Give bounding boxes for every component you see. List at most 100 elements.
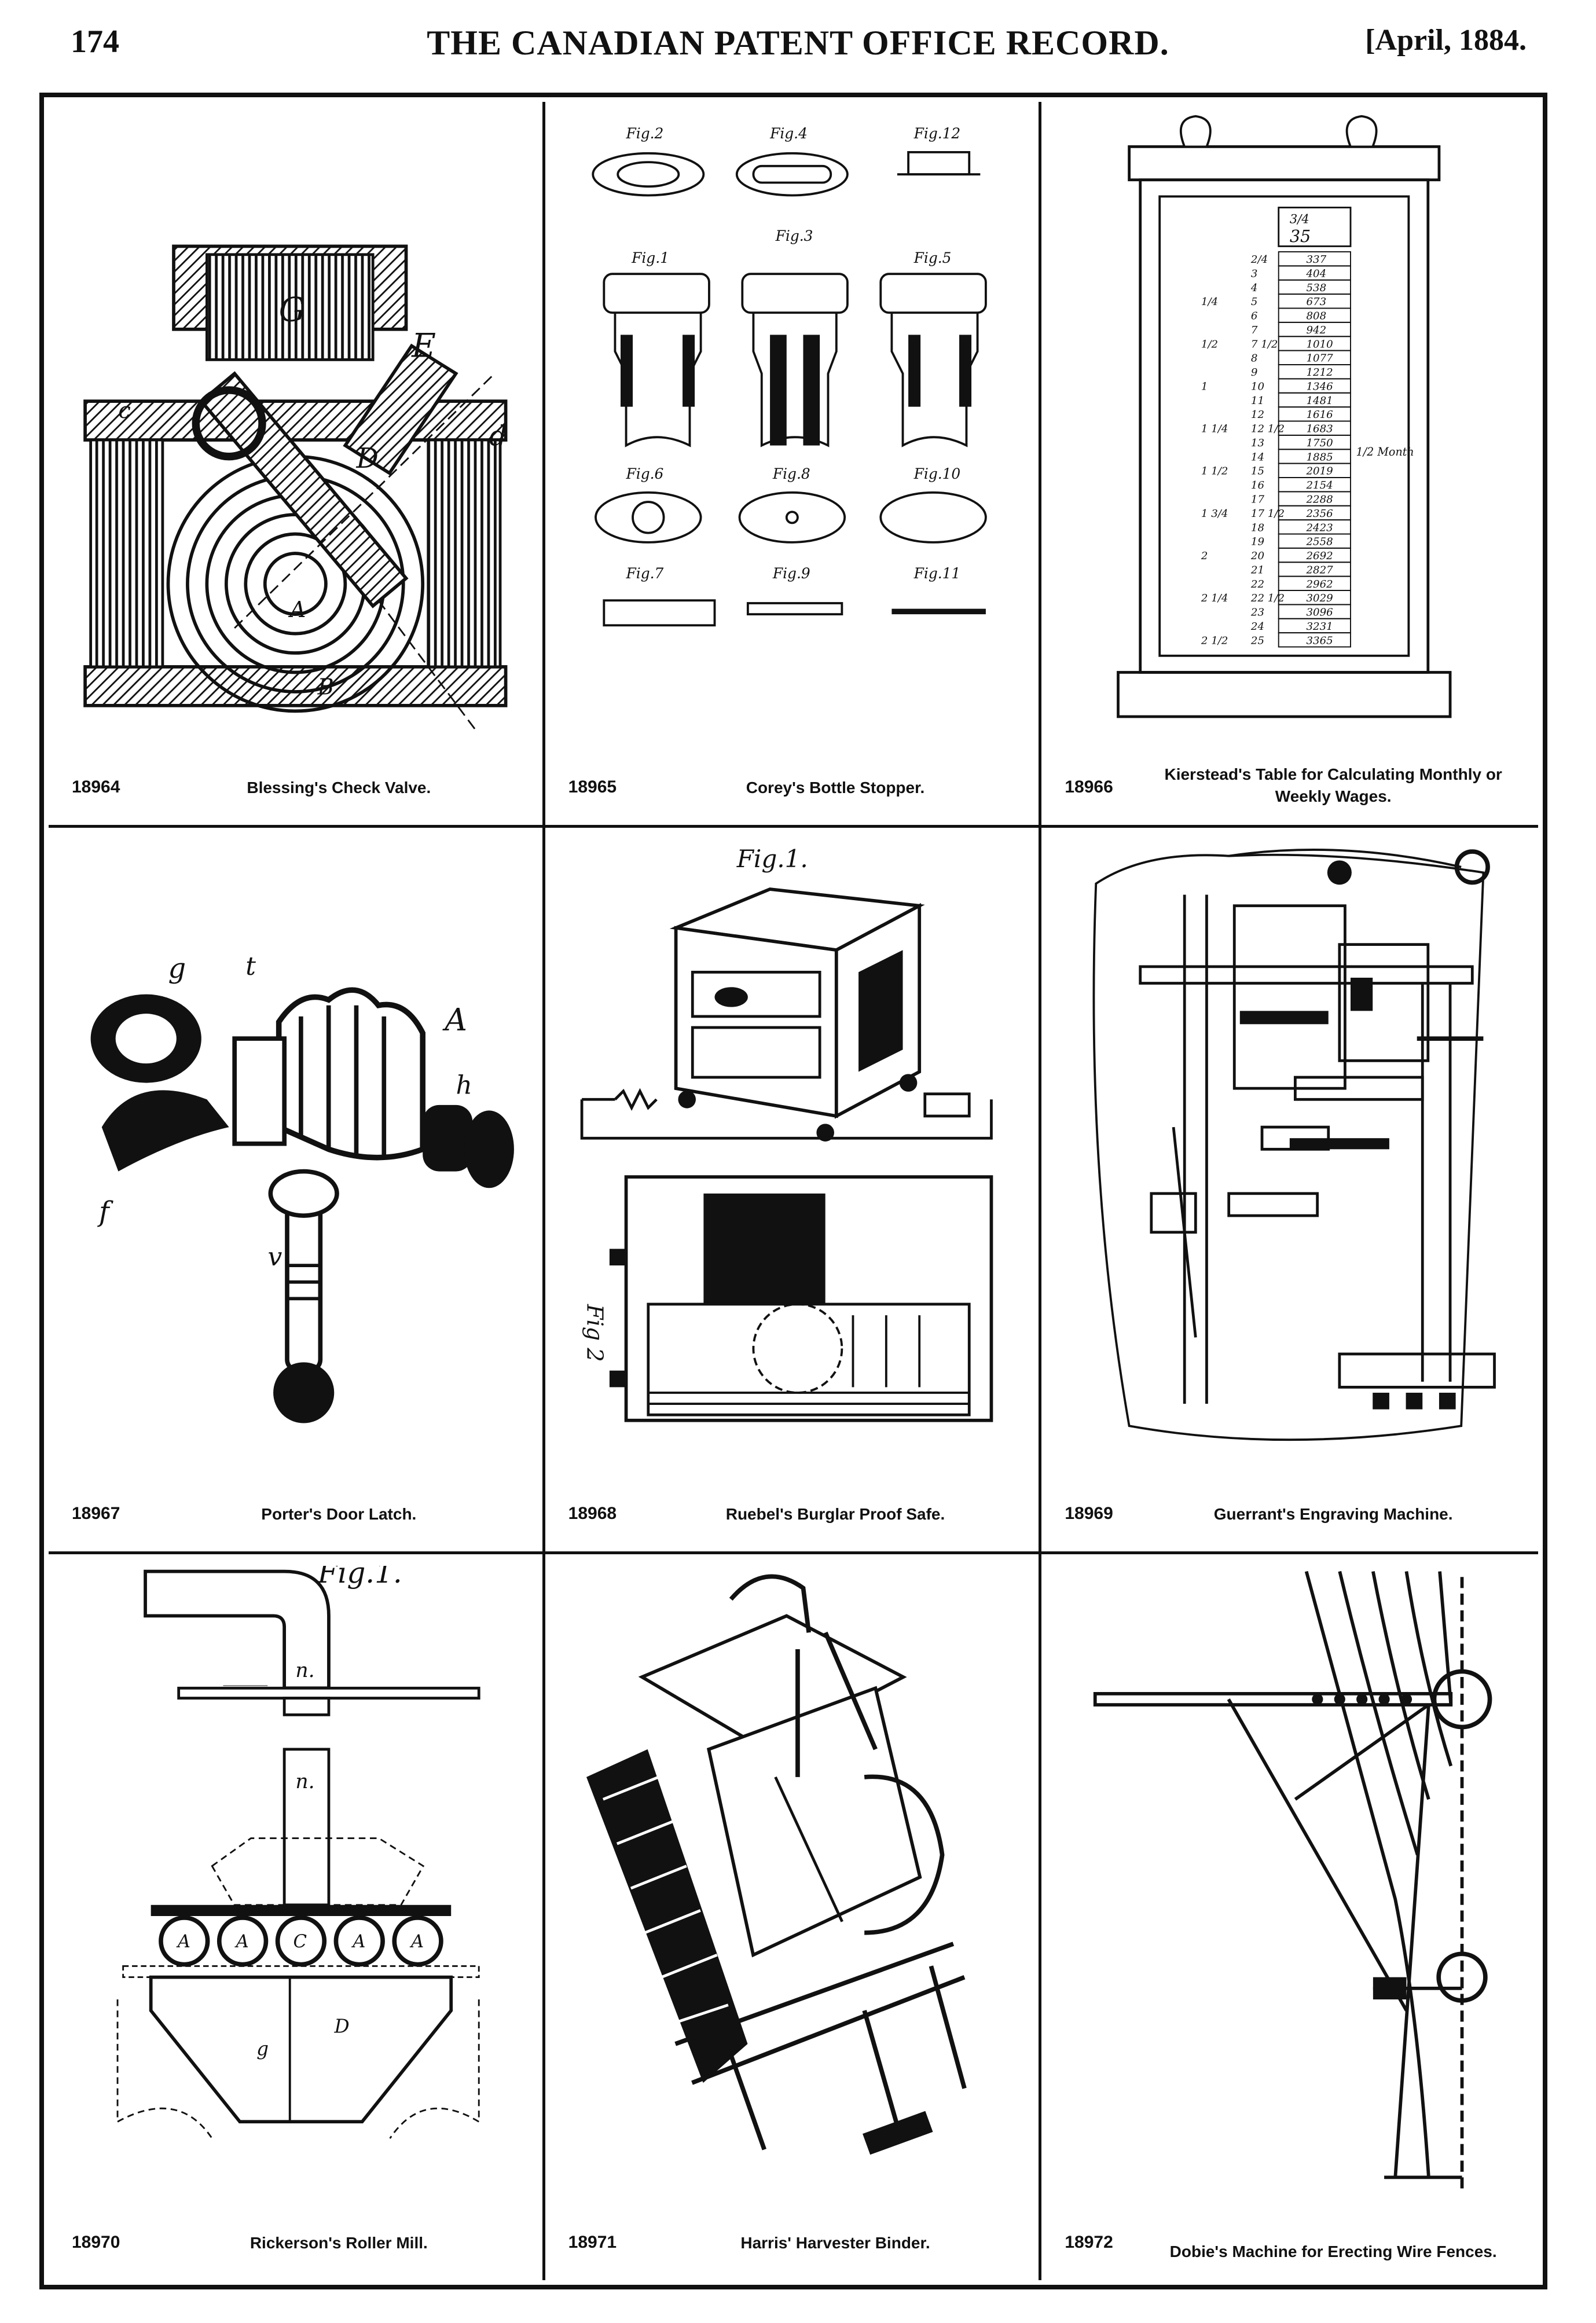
wage-table-amount: 1481 bbox=[1307, 395, 1333, 407]
fig-label: Fig.2 bbox=[625, 125, 663, 142]
patent-title: Dobie's Machine for Erecting Wire Fences… bbox=[1169, 2243, 1497, 2260]
wage-table-amount: 1616 bbox=[1307, 409, 1333, 421]
caption: 18967 Porter's Door Latch. bbox=[72, 1488, 525, 1534]
caption: 18964 Blessing's Check Valve. bbox=[72, 761, 525, 808]
svg-text:A: A bbox=[176, 1931, 190, 1951]
patent-number: 18970 bbox=[72, 2233, 120, 2252]
fig-label: Fig.1. bbox=[317, 1566, 402, 1590]
wage-table-amount: 1750 bbox=[1307, 437, 1333, 449]
patent-number: 18972 bbox=[1065, 2233, 1113, 2252]
wage-table-days: 13 bbox=[1251, 437, 1264, 449]
wage-table-amount: 1010 bbox=[1307, 338, 1333, 350]
fig-label: Fig.12 bbox=[913, 125, 960, 142]
patent-number: 18967 bbox=[72, 1503, 120, 1523]
fig-label: Fig.1. bbox=[736, 845, 808, 873]
patent-number: 18965 bbox=[568, 777, 617, 797]
fig-label: Fig.11 bbox=[913, 565, 960, 582]
wage-table-days: 8 bbox=[1251, 353, 1258, 365]
patent-cell-18969: 18969 Guerrant's Engraving Machine. bbox=[1041, 828, 1538, 1554]
patent-title: Porter's Door Latch. bbox=[261, 1504, 417, 1523]
wage-table-amount: 808 bbox=[1307, 310, 1327, 322]
wage-table-amount: 2558 bbox=[1306, 536, 1333, 548]
svg-text:g: g bbox=[168, 953, 186, 985]
wage-table-days: 25 bbox=[1250, 634, 1264, 647]
wage-table-days: 9 bbox=[1251, 366, 1258, 379]
patent-cell-18972: 18972 Dobie's Machine for Erecting Wire … bbox=[1041, 1554, 1538, 2280]
svg-text:A: A bbox=[234, 1931, 249, 1951]
wage-table-amount: 1885 bbox=[1307, 451, 1333, 463]
wage-table-days: 15 bbox=[1251, 465, 1264, 478]
wage-table-amount: 1683 bbox=[1307, 423, 1333, 435]
wage-table-days: 17 bbox=[1251, 494, 1265, 506]
wage-table-days: 22 1/2 bbox=[1250, 592, 1285, 604]
wage-table-amount: 2019 bbox=[1306, 465, 1334, 478]
patent-title: Rickerson's Roller Mill. bbox=[250, 2234, 428, 2252]
wage-table-days: 5 bbox=[1251, 296, 1258, 308]
patent-number: 18969 bbox=[1065, 1503, 1113, 1523]
bottle-stopper-drawing: Fig.2 Fig.4 Fig.12 Fig.1 Fig.3 Fig.5 Fig… bbox=[563, 113, 1022, 750]
fence-machine-drawing bbox=[1059, 1566, 1521, 2205]
patent-cell-18967: g t A f h v 18967 Porter's Door Latch. bbox=[49, 828, 545, 1554]
wage-table-weeks: 2 1/4 bbox=[1201, 592, 1228, 604]
wage-table-weeks: 1/2 bbox=[1201, 338, 1218, 350]
svg-text:D: D bbox=[355, 443, 378, 475]
svg-text:A: A bbox=[442, 1001, 467, 1038]
wage-table-days: 23 bbox=[1250, 607, 1264, 619]
wage-table-days: 19 bbox=[1251, 536, 1265, 548]
wage-table-days: 17 1/2 bbox=[1251, 508, 1285, 520]
issue-date: [April, 1884. bbox=[1365, 24, 1527, 57]
harvester-binder-drawing bbox=[563, 1566, 1022, 2205]
svg-text:G: G bbox=[279, 290, 306, 329]
fig-label: Fig.10 bbox=[913, 465, 960, 482]
fig-label: Fig.8 bbox=[772, 465, 810, 482]
wage-table-weeks: 1 bbox=[1201, 380, 1208, 392]
svg-text:E: E bbox=[411, 326, 436, 365]
wage-table-days: 11 bbox=[1251, 395, 1264, 407]
wage-table-row bbox=[1278, 632, 1352, 648]
wage-table-weeks: 2 1/2 bbox=[1201, 634, 1228, 647]
patent-title: Harris' Harvester Binder. bbox=[740, 2234, 930, 2252]
wage-table-weeks: 1/4 bbox=[1201, 296, 1218, 308]
wage-table-weeks: 2 bbox=[1201, 550, 1208, 562]
wage-table-amount: 3029 bbox=[1307, 592, 1334, 604]
page-title: THE CANADIAN PATENT OFFICE RECORD. bbox=[427, 24, 1169, 62]
caption: 18969 Guerrant's Engraving Machine. bbox=[1065, 1488, 1521, 1534]
svg-text:g: g bbox=[256, 2038, 269, 2060]
patent-number: 18964 bbox=[72, 777, 120, 797]
fig-label: Fig.3 bbox=[775, 227, 813, 244]
wage-table-days: 20 bbox=[1250, 550, 1264, 562]
patent-title: Ruebel's Burglar Proof Safe. bbox=[725, 1504, 945, 1523]
wage-table-amount: 673 bbox=[1307, 296, 1327, 308]
wage-table-amount: 2827 bbox=[1306, 564, 1334, 576]
wage-table-amount: 2692 bbox=[1306, 550, 1333, 562]
wage-table-amount: 2356 bbox=[1306, 508, 1333, 520]
engraving-machine-drawing bbox=[1059, 839, 1521, 1476]
wage-table-days: 3 bbox=[1251, 267, 1258, 280]
wage-table-days: 18 bbox=[1251, 522, 1264, 534]
wage-table-amount: 2423 bbox=[1306, 522, 1333, 534]
wage-table-amount: 3231 bbox=[1307, 621, 1333, 633]
caption: 18971 Harris' Harvester Binder. bbox=[568, 2216, 1022, 2263]
wage-table-days: 10 bbox=[1251, 380, 1264, 392]
wage-table-days: 14 bbox=[1251, 451, 1264, 463]
illustration-frame: G E d D c A B 18964 Blessing's Check Val… bbox=[39, 93, 1547, 2289]
patent-cell-18968: Fig.1. F bbox=[545, 828, 1042, 1554]
wage-table-days: 4 bbox=[1250, 282, 1258, 294]
wage-table-amount: 3365 bbox=[1307, 634, 1333, 647]
caption: 18970 Rickerson's Roller Mill. bbox=[72, 2216, 525, 2263]
wage-table-days: 21 bbox=[1250, 564, 1264, 576]
patent-title: Guerrant's Engraving Machine. bbox=[1213, 1504, 1453, 1523]
fig-label: Fig 2 bbox=[581, 1304, 607, 1362]
wage-table-amount: 538 bbox=[1307, 282, 1327, 294]
table-header-fraction: 3/4 bbox=[1290, 211, 1309, 226]
svg-text:t: t bbox=[245, 952, 256, 982]
svg-text:A: A bbox=[288, 597, 306, 623]
wage-table-amount: 1212 bbox=[1307, 366, 1333, 379]
fig-label: Fig.9 bbox=[772, 565, 810, 582]
caption: 18968 Ruebel's Burglar Proof Safe. bbox=[568, 1488, 1022, 1534]
patent-number: 18966 bbox=[1065, 777, 1113, 797]
